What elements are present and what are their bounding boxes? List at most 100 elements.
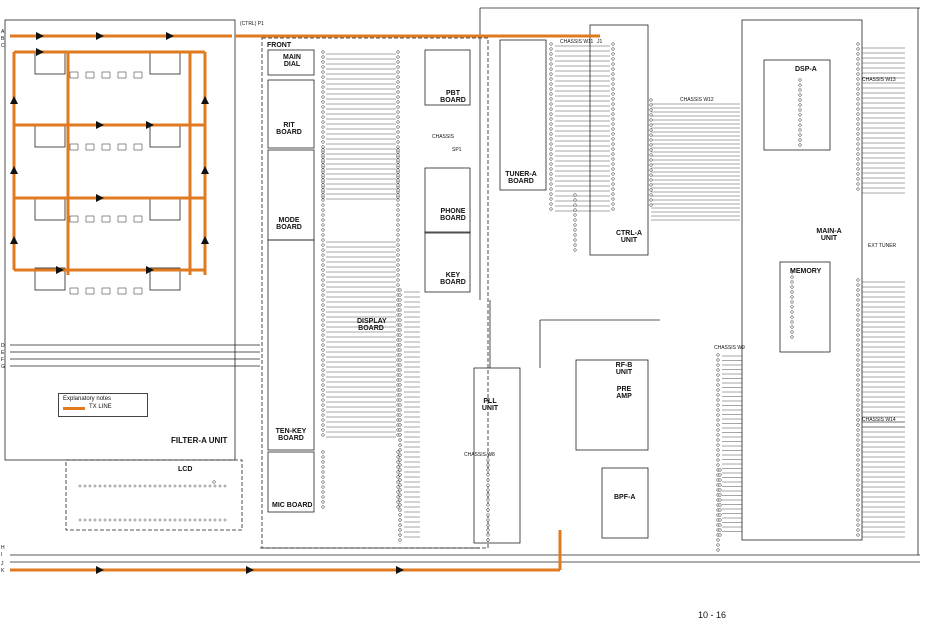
connector-pin bbox=[549, 122, 553, 126]
connector-pin bbox=[611, 57, 615, 61]
filter-component bbox=[85, 143, 95, 151]
legend: Explanatory notes TX LINE bbox=[58, 393, 148, 417]
connector-pin bbox=[396, 248, 400, 252]
lcd-pin bbox=[223, 518, 227, 522]
connector-pin bbox=[790, 310, 794, 314]
connector-pin bbox=[856, 162, 860, 166]
connector-pin bbox=[321, 328, 325, 332]
lcd-pin bbox=[208, 518, 212, 522]
connector-pin bbox=[321, 50, 325, 54]
connector-pin bbox=[718, 498, 722, 502]
connector-pin bbox=[321, 193, 325, 197]
connector-pin bbox=[398, 513, 402, 517]
connector-pin bbox=[321, 115, 325, 119]
connector-pin bbox=[856, 72, 860, 76]
connector-pin bbox=[798, 103, 802, 107]
lcd-pin bbox=[128, 518, 132, 522]
connector-pin bbox=[398, 478, 402, 482]
legend-title: Explanatory notes bbox=[63, 396, 112, 402]
connector-pin bbox=[716, 353, 720, 357]
connector-pin bbox=[790, 325, 794, 329]
connector-pin bbox=[718, 523, 722, 527]
connector-pin bbox=[396, 465, 400, 469]
connector-pin bbox=[611, 157, 615, 161]
connector-pin bbox=[396, 243, 400, 247]
connector-pin bbox=[611, 117, 615, 121]
connector-pin bbox=[396, 460, 400, 464]
connector-pin bbox=[321, 120, 325, 124]
connector-pin bbox=[398, 483, 402, 487]
connector-pin bbox=[321, 348, 325, 352]
connector-pin bbox=[321, 100, 325, 104]
connector-pin bbox=[398, 328, 402, 332]
connector-pin bbox=[798, 98, 802, 102]
connector-pin bbox=[321, 148, 325, 152]
connector-pin bbox=[486, 508, 490, 512]
connector-pin bbox=[549, 67, 553, 71]
connector-pin bbox=[398, 443, 402, 447]
lcd-pin bbox=[143, 518, 147, 522]
connector-pin bbox=[396, 480, 400, 484]
connector-pin bbox=[716, 363, 720, 367]
connector-pin bbox=[396, 135, 400, 139]
connector-pin bbox=[398, 373, 402, 377]
connector-pin bbox=[549, 107, 553, 111]
connector-pin bbox=[321, 495, 325, 499]
connector-pin bbox=[716, 448, 720, 452]
connector-pin bbox=[398, 348, 402, 352]
connector-pin bbox=[649, 178, 653, 182]
main-a-unit-label: MAIN-A UNIT bbox=[816, 228, 842, 243]
connector-pin bbox=[649, 108, 653, 112]
connector-pin bbox=[856, 167, 860, 171]
connector-pin bbox=[790, 300, 794, 304]
lcd-pin bbox=[123, 484, 127, 488]
connector-pin bbox=[549, 167, 553, 171]
connector-pin bbox=[856, 478, 860, 482]
filter-component bbox=[101, 143, 111, 151]
connector-pin bbox=[856, 157, 860, 161]
filter-relay bbox=[34, 124, 66, 148]
connector-pin bbox=[856, 513, 860, 517]
connector-pin bbox=[856, 358, 860, 362]
connector-pin bbox=[396, 283, 400, 287]
connector-pin bbox=[611, 67, 615, 71]
lcd-pin bbox=[123, 518, 127, 522]
connector-pin bbox=[396, 238, 400, 242]
connector-pin bbox=[398, 503, 402, 507]
tx-arrow bbox=[246, 566, 254, 574]
connector-pin bbox=[549, 102, 553, 106]
front-label: FRONT bbox=[267, 42, 292, 49]
memory-box bbox=[779, 261, 831, 353]
connector-pin bbox=[611, 52, 615, 56]
lcd-pin bbox=[223, 484, 227, 488]
connector-pin bbox=[716, 358, 720, 362]
lcd-pin bbox=[208, 484, 212, 488]
connector-pin bbox=[398, 313, 402, 317]
connector-pin bbox=[856, 498, 860, 502]
connector-pin bbox=[396, 228, 400, 232]
lcd-pin bbox=[133, 484, 137, 488]
connector-pin bbox=[396, 60, 400, 64]
chassis-label: CHASSIS bbox=[432, 134, 454, 140]
connector-pin bbox=[856, 112, 860, 116]
connector-pin bbox=[649, 193, 653, 197]
key-board-box bbox=[424, 231, 471, 293]
connector-pin bbox=[321, 178, 325, 182]
lcd-pin bbox=[188, 484, 192, 488]
lcd-pin bbox=[198, 518, 202, 522]
legend-tx-line-label: TX LINE bbox=[89, 404, 112, 410]
connector-pin bbox=[573, 213, 577, 217]
connector-pin bbox=[856, 443, 860, 447]
lcd-pin bbox=[78, 484, 82, 488]
connector-pin bbox=[856, 383, 860, 387]
main-dial-box bbox=[267, 49, 315, 76]
lcd-pin bbox=[168, 484, 172, 488]
connector-pin bbox=[396, 120, 400, 124]
connector-pin bbox=[798, 143, 802, 147]
connector-pin bbox=[396, 90, 400, 94]
connector-pin bbox=[649, 123, 653, 127]
connector-pin bbox=[716, 368, 720, 372]
connector-pin bbox=[549, 147, 553, 151]
lcd-pin bbox=[103, 518, 107, 522]
connector-pin bbox=[398, 418, 402, 422]
